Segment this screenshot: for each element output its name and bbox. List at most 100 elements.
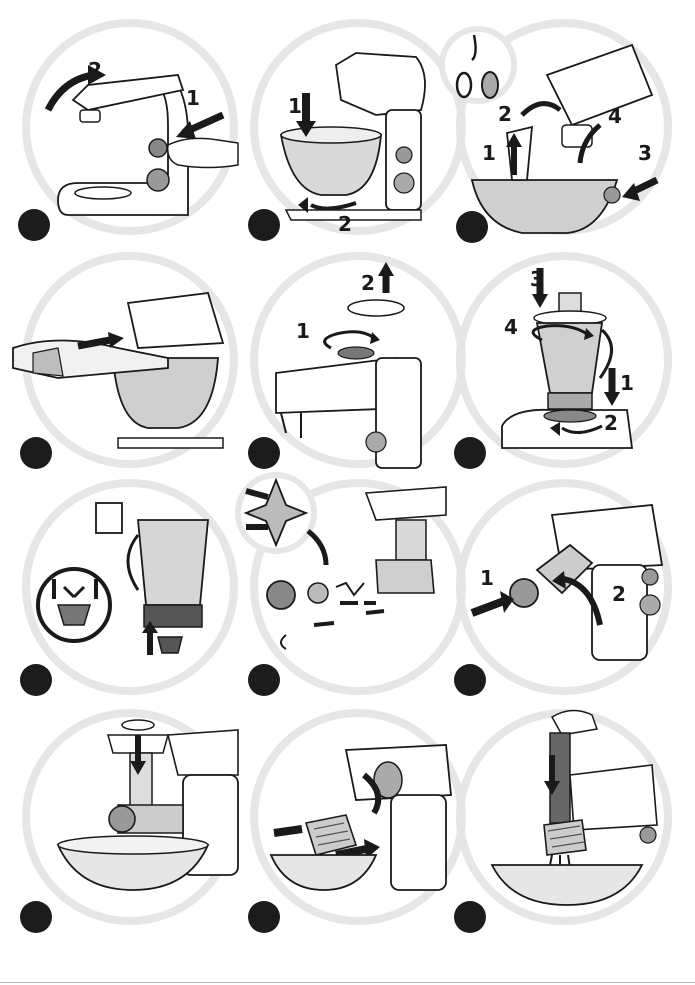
outlet-cover: [348, 300, 404, 316]
callout-number: 2: [361, 271, 375, 295]
mincer-neck: [396, 520, 426, 560]
speed-knob: [147, 169, 169, 191]
illustration-use-grater: [452, 705, 677, 930]
illustration-remove-cover: 2 1: [246, 248, 471, 473]
blender-cap: [559, 293, 581, 313]
jug-handle: [128, 535, 138, 590]
step-badge: [248, 209, 280, 241]
callout-number: 4: [504, 315, 518, 339]
callout-number: 1: [186, 86, 200, 110]
step-panel-8: [246, 475, 471, 700]
callout-number: 3: [530, 267, 544, 291]
step-badge: [454, 664, 486, 696]
lock-ring: [510, 579, 538, 607]
illustration-attach-mincer: 1 2: [452, 475, 677, 700]
rotate-arrow-icon: [311, 203, 356, 209]
serving-bowl: [492, 865, 642, 905]
outlet-socket: [338, 347, 374, 359]
speed-knob: [366, 432, 386, 452]
bowl-rim: [281, 127, 381, 143]
illustration-use-mincer: [18, 705, 243, 930]
illustration-blender-blade: [18, 475, 243, 700]
rotate-arrow-icon: [281, 635, 286, 649]
callout-number: 2: [338, 212, 352, 236]
blender-jug: [138, 520, 208, 605]
step-badge: [248, 901, 280, 933]
step-panel-11: [246, 705, 471, 930]
step-panel-1: 2 1: [18, 15, 243, 240]
release-button: [642, 569, 658, 585]
mixer-head: [128, 293, 223, 348]
callout-number: 1: [620, 371, 634, 395]
step-panel-5: 2 1: [246, 248, 471, 473]
page-bottom-rule: [0, 982, 695, 983]
illustration-insert-bowl: 1 2: [246, 15, 471, 240]
release-button: [604, 187, 620, 203]
bowl-rim: [58, 836, 208, 854]
arrowhead-icon: [370, 332, 380, 344]
illustration-grater-drum: [246, 705, 471, 930]
mixer-column: [391, 795, 446, 890]
callout-number: 2: [604, 411, 618, 435]
serving-bowl: [271, 855, 376, 890]
mixer-column: [376, 358, 421, 468]
right-arrow-icon: [336, 849, 366, 855]
blade-assembly: [144, 605, 202, 627]
arrowhead-icon: [532, 294, 548, 308]
step-badge: [20, 901, 52, 933]
step-badge: [20, 664, 52, 696]
curved-arrow-icon: [522, 104, 560, 115]
speed-knob: [640, 827, 656, 843]
speed-knob: [394, 173, 414, 193]
illustration-blender: 3 4 1 2: [452, 248, 677, 473]
step-badge: [20, 437, 52, 469]
outlet-socket: [544, 410, 596, 422]
callout-number: 2: [88, 58, 102, 82]
step-panel-2: 1 2: [246, 15, 471, 240]
callout-number: 3: [638, 141, 652, 165]
pusher: [122, 720, 154, 730]
whisk-icon: [482, 72, 498, 98]
callout-number: 1: [288, 94, 302, 118]
cutter-part: [336, 583, 364, 595]
callout-number: 4: [608, 104, 622, 128]
step-panel-12: [452, 705, 677, 930]
rotate-arrow-icon: [325, 332, 374, 348]
step-panel-6: 3 4 1 2: [452, 248, 677, 473]
step-panel-4: [18, 248, 243, 473]
step-badge: [456, 211, 488, 243]
blade-unit: [58, 605, 90, 625]
hand-illustration: [552, 710, 597, 735]
jug-base: [548, 393, 592, 409]
hand-illustration: [168, 138, 238, 167]
blade-base: [158, 637, 182, 653]
attachment-hub: [80, 110, 100, 122]
mixer-base: [118, 438, 223, 448]
mixer-head: [570, 765, 657, 830]
release-button: [396, 147, 412, 163]
beater-tool: [507, 127, 532, 180]
mincing-plate: [109, 806, 135, 832]
empty-box: [96, 503, 122, 533]
mixer-head: [547, 45, 652, 125]
right-arrow-icon: [274, 829, 302, 833]
speed-knob: [640, 595, 660, 615]
step-panel-9: 1 2: [452, 475, 677, 700]
illustration-splash-guard: [18, 248, 243, 473]
mincer-body: [376, 560, 434, 593]
mixer-head: [168, 730, 238, 775]
arrowhead-icon: [604, 392, 620, 406]
grater-drum: [544, 820, 586, 855]
callout-number: 1: [296, 319, 310, 343]
pour-spout: [33, 348, 63, 376]
mixer-head: [336, 53, 425, 115]
step-panel-3: 2 4 1 3: [452, 15, 677, 240]
step-badge: [454, 901, 486, 933]
release-button: [149, 139, 167, 157]
lock-ring: [267, 581, 295, 609]
callout-number: 1: [480, 566, 494, 590]
step-badge: [18, 209, 50, 241]
tools-inset: [442, 29, 514, 101]
step-panel-10: [18, 705, 243, 930]
curved-arrow-icon: [308, 531, 326, 565]
